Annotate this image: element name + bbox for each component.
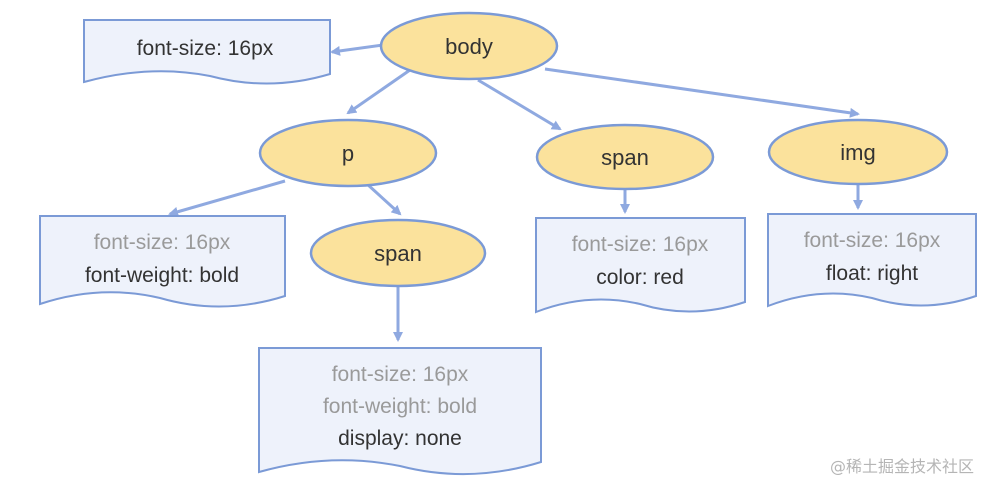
style-line-inherited: font-size: 16px (332, 363, 469, 386)
arrow-body-to-style (330, 43, 384, 56)
node-ellipse (535, 123, 715, 191)
style-line-inherited: font-size: 16px (94, 231, 231, 254)
arrow-p-to-style (168, 179, 286, 217)
style-line-inherited: font-size: 16px (572, 233, 709, 256)
node-p: p (258, 118, 438, 188)
node-ellipse (309, 218, 487, 288)
node-span-child: span (309, 218, 487, 288)
node-label: p (342, 141, 354, 166)
style-box-shape (39, 215, 286, 308)
style-line-own: float: right (826, 262, 918, 285)
node-ellipse (767, 118, 949, 186)
style-box-body: font-size: 16px (83, 19, 331, 85)
arrow-p-to-span-child (365, 182, 402, 216)
style-box-p: font-size: 16px font-weight: bold (39, 215, 286, 308)
node-label: body (445, 34, 493, 59)
node-ellipse (258, 118, 438, 188)
style-box-shape (767, 213, 977, 308)
style-line-own: display: none (338, 427, 462, 450)
style-box-img: font-size: 16px float: right (767, 213, 977, 308)
style-box-shape (535, 217, 746, 314)
node-img: img (767, 118, 949, 186)
style-line-inherited: font-weight: bold (323, 395, 477, 418)
style-box-span-child: font-size: 16px font-weight: bold displa… (258, 347, 542, 476)
style-box-span: font-size: 16px color: red (535, 217, 746, 314)
arrow-body-to-p (346, 68, 411, 115)
style-line-inherited: font-size: 16px (804, 229, 941, 252)
node-ellipse (379, 11, 559, 81)
node-label: span (601, 145, 649, 170)
style-line-own: font-size: 16px (137, 37, 274, 60)
style-line-own: color: red (596, 266, 684, 289)
node-body: body (379, 11, 559, 81)
watermark: @稀土掘金技术社区 (830, 457, 974, 476)
style-box-shape (258, 347, 542, 476)
node-label: span (374, 241, 422, 266)
arrow-body-to-img (544, 67, 860, 118)
style-box-shape (83, 19, 331, 85)
style-line-own: font-weight: bold (85, 264, 239, 287)
node-label: img (840, 140, 875, 165)
arrow-body-to-span (477, 78, 562, 131)
edges (168, 43, 863, 342)
node-span: span (535, 123, 715, 191)
